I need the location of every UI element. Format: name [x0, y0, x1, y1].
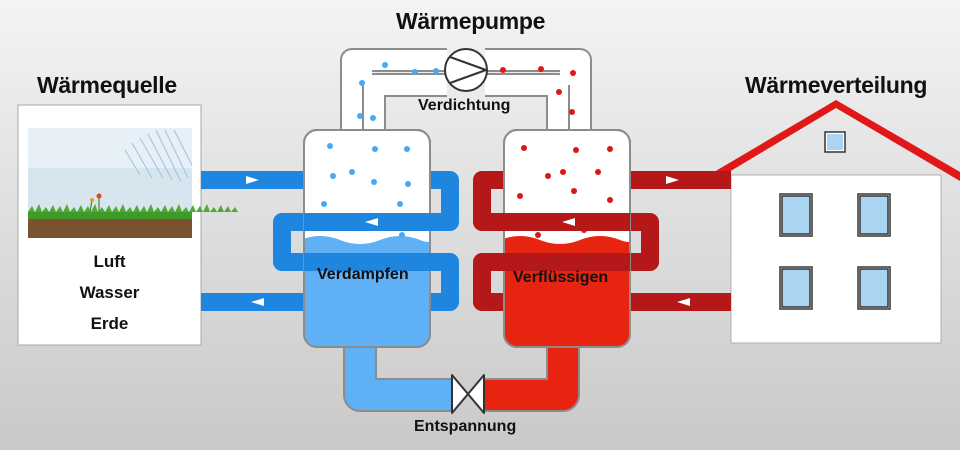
- distribution-pipe-loop: [473, 171, 731, 311]
- house-windows: [779, 193, 891, 310]
- flow-arrows: [246, 176, 690, 306]
- house-window-roof: [824, 131, 846, 153]
- condenser-coil: [482, 213, 630, 271]
- evaporation-label: Verdampfen: [317, 266, 409, 283]
- heat-source-list: Luft Wasser Erde: [18, 246, 201, 339]
- landscape-icon: [28, 128, 238, 238]
- heat-source-title: Wärmequelle: [37, 72, 177, 98]
- source-item-water: Wasser: [79, 283, 140, 302]
- compressor-icon: [444, 48, 488, 92]
- expansion-label: Entspannung: [414, 418, 517, 435]
- source-pipe-loop: [201, 171, 459, 311]
- evaporator-coil: [304, 213, 450, 271]
- heat-distribution-title: Wärmeverteilung: [745, 72, 928, 98]
- evaporator-vessel: [303, 129, 450, 348]
- vapor-dots-cold: [357, 62, 439, 121]
- compression-label: Verdichtung: [418, 97, 511, 114]
- expansion-valve-icon: [451, 374, 485, 414]
- condenser-vessel: [482, 129, 631, 348]
- expansion-line: [343, 340, 580, 412]
- heat-source-box: [17, 104, 238, 346]
- compressor-line: [340, 48, 592, 133]
- heat-pump-title: Wärmepumpe: [396, 8, 546, 34]
- source-item-air: Luft: [93, 252, 126, 271]
- vapor-dots-hot: [500, 66, 576, 115]
- condensation-label: Verflüssigen: [513, 269, 609, 286]
- house-icon: [714, 100, 960, 344]
- source-item-earth: Erde: [90, 314, 129, 333]
